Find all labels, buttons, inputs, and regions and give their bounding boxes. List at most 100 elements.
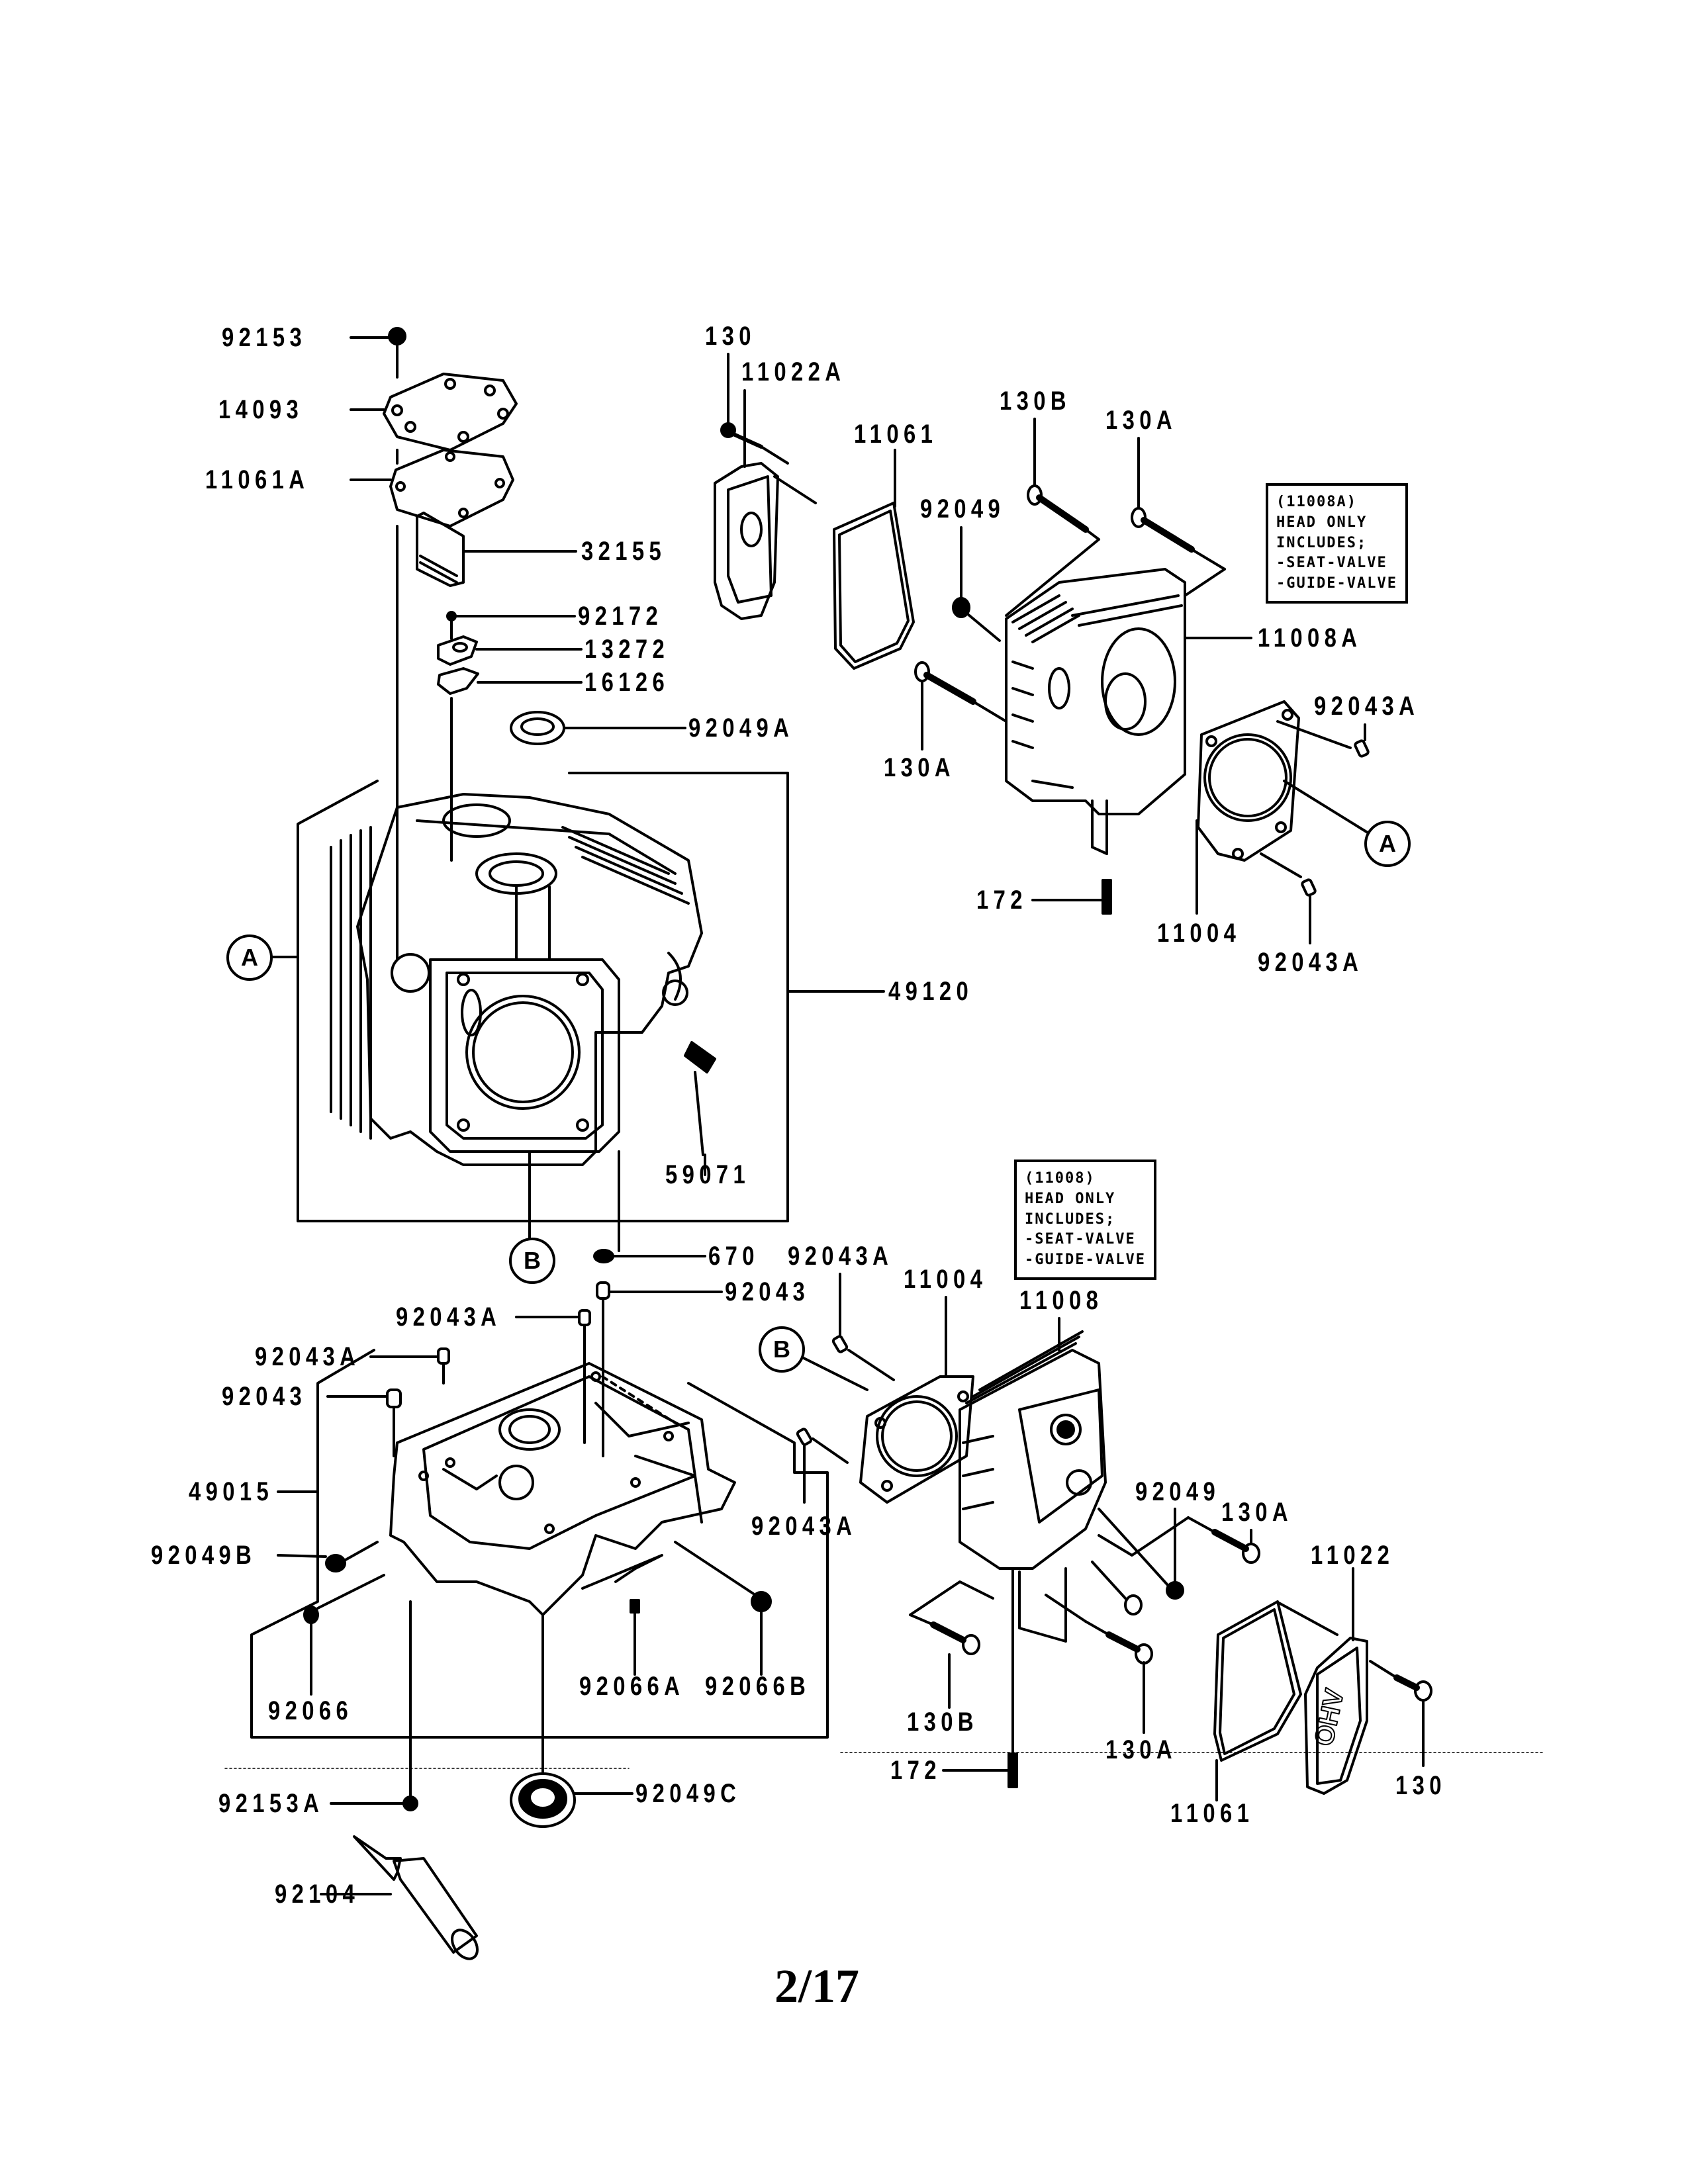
bolt-130A-lower: [1045, 1594, 1153, 1734]
part-label-130-upper[interactable]: 130: [705, 322, 756, 351]
note-line: -SEAT-VALVE: [1025, 1231, 1136, 1248]
plate-16126: [437, 667, 479, 695]
stud-172-upper: [1031, 799, 1112, 915]
bolt-130-upper: [720, 353, 789, 465]
part-label-92043A-upper-right[interactable]: 92043A: [1314, 692, 1420, 721]
part-label-92043-upper[interactable]: 92043: [725, 1277, 810, 1306]
plug-92066A: [581, 1554, 663, 1676]
note-line: HEAD ONLY: [1276, 514, 1368, 531]
plug-92049B: [277, 1541, 379, 1572]
part-label-11061A[interactable]: 11061A: [205, 465, 310, 494]
part-label-11061-lower[interactable]: 11061: [1170, 1799, 1254, 1828]
crankcase-49015: [389, 1362, 736, 1616]
part-label-11008[interactable]: 11008: [1019, 1286, 1103, 1315]
cylinder-head-11008A: [1005, 568, 1252, 815]
bolt-130A-lower-right-top: [1098, 1516, 1260, 1564]
note-line: (11008): [1025, 1170, 1096, 1187]
head-gasket-11004-lower: [859, 1296, 974, 1504]
part-label-11004-lower[interactable]: 11004: [904, 1265, 988, 1294]
cylinder-block-49120: [330, 793, 703, 1166]
plug-92066: [303, 1574, 385, 1696]
part-label-172-upper[interactable]: 172: [976, 886, 1027, 915]
note-line: HEAD ONLY: [1025, 1190, 1116, 1207]
part-label-49120[interactable]: 49120: [888, 977, 974, 1006]
page-number: 2/17: [774, 1960, 860, 2013]
part-label-59071[interactable]: 59071: [665, 1160, 751, 1189]
part-label-130A-lower[interactable]: 130A: [1105, 1735, 1177, 1764]
seal-92049-lower: [1098, 1508, 1184, 1600]
callout-B-upper: B: [509, 1238, 555, 1284]
part-label-92049-upper[interactable]: 92049: [920, 494, 1006, 523]
part-label-13272[interactable]: 13272: [585, 635, 670, 664]
reed-valve-32155: [416, 512, 465, 587]
callout-A-right: A: [1364, 821, 1411, 867]
dowel-92043-left: [326, 1388, 402, 1457]
part-label-130A-lower-right-top[interactable]: 130A: [1221, 1498, 1293, 1527]
bracket-13272: [437, 635, 478, 666]
part-label-92153[interactable]: 92153: [222, 323, 307, 352]
part-label-92172[interactable]: 92172: [578, 602, 663, 631]
part-label-14093[interactable]: 14093: [218, 395, 304, 424]
leader-callout-A-right: [1283, 780, 1369, 834]
seal-92049-upper: [952, 526, 1001, 642]
callout-B-right: B: [759, 1326, 805, 1373]
o-ring-670: [593, 1249, 614, 1263]
dowel-92043A-upper-right: [1276, 720, 1370, 758]
part-label-92043-left[interactable]: 92043: [222, 1382, 307, 1411]
part-label-92066A[interactable]: 92066A: [579, 1672, 685, 1701]
note-line: (11008A): [1276, 494, 1357, 510]
rocker-cover-11022: OHV: [1304, 1567, 1368, 1795]
part-label-172-lower[interactable]: 172: [890, 1756, 941, 1785]
plug-92066B: [674, 1541, 772, 1676]
part-label-11061-upper[interactable]: 11061: [854, 420, 938, 449]
rocker-cover-11022A: [714, 389, 779, 620]
part-label-130B-upper[interactable]: 130B: [1000, 387, 1071, 416]
part-label-11004-upper[interactable]: 11004: [1157, 919, 1241, 948]
part-label-92043A-left[interactable]: 92043A: [255, 1342, 361, 1371]
part-label-130A-upper-lower[interactable]: 130A: [884, 753, 955, 782]
dowel-92043A-lower-right-top: [831, 1273, 895, 1381]
part-label-92043A-center[interactable]: 92043A: [396, 1302, 502, 1332]
leader-callout-B-right: [800, 1355, 868, 1391]
screw-92172: [446, 611, 457, 640]
part-label-92049C[interactable]: 92049C: [635, 1779, 741, 1808]
sealant-tube-92104: [320, 1835, 479, 1960]
part-label-32155[interactable]: 32155: [581, 537, 667, 566]
note-line: INCLUDES;: [1276, 534, 1368, 551]
part-label-11008A[interactable]: 11008A: [1258, 623, 1362, 653]
cylinder-head-11008: [959, 1317, 1107, 1570]
note-line: -GUIDE-VALVE: [1025, 1251, 1146, 1269]
part-label-92043A-upper-right-2[interactable]: 92043A: [1258, 948, 1364, 977]
part-label-16126[interactable]: 16126: [585, 668, 670, 697]
bolt-130B-lower: [909, 1580, 994, 1709]
part-label-92104[interactable]: 92104: [275, 1880, 360, 1909]
dowel-92043A-center: [515, 1309, 591, 1444]
part-label-92153A[interactable]: 92153A: [218, 1789, 324, 1818]
note-line: INCLUDES;: [1025, 1210, 1116, 1228]
dowel-92043A-lower-right: [796, 1428, 849, 1504]
part-label-11022[interactable]: 11022: [1311, 1541, 1395, 1570]
part-label-92066B[interactable]: 92066B: [705, 1672, 811, 1701]
callout-A-left: A: [226, 934, 273, 981]
part-label-11022A[interactable]: 11022A: [741, 357, 846, 387]
part-label-92049-lower[interactable]: 92049: [1135, 1477, 1221, 1506]
part-label-92043A-lower-right[interactable]: 92043A: [751, 1512, 857, 1541]
stud-172-lower: [942, 1567, 1067, 1788]
dowel-92043A-left: [369, 1347, 450, 1385]
part-label-130-lower[interactable]: 130: [1395, 1771, 1446, 1800]
note-line: -GUIDE-VALVE: [1276, 575, 1397, 592]
part-label-92049B[interactable]: 92049B: [151, 1541, 257, 1570]
cover-14093: [383, 373, 518, 451]
svg-text:OHV: OHV: [1309, 1686, 1350, 1749]
part-label-670[interactable]: 670: [708, 1242, 759, 1271]
part-label-92049A[interactable]: 92049A: [688, 713, 794, 743]
part-label-49015[interactable]: 49015: [189, 1477, 274, 1506]
part-label-92066[interactable]: 92066: [268, 1696, 353, 1725]
part-label-130A-upper[interactable]: 130A: [1105, 406, 1177, 435]
breather-59071: [684, 1041, 716, 1156]
part-label-130B-lower[interactable]: 130B: [907, 1707, 978, 1737]
bolt-130B-upper: [1005, 418, 1100, 617]
dowel-92043A-upper-right-2: [1260, 852, 1317, 944]
part-label-92043A-lower-right-top[interactable]: 92043A: [788, 1242, 894, 1271]
